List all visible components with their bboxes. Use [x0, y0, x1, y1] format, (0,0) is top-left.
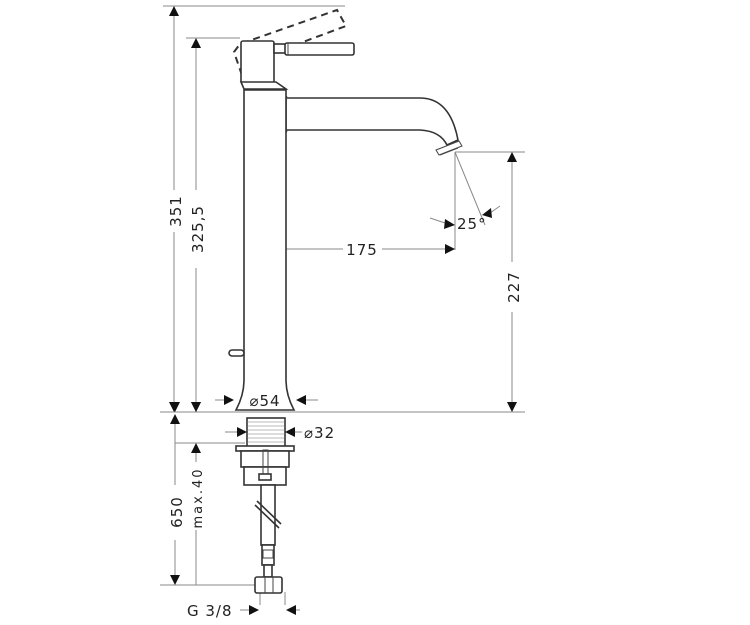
- dimension-diameter-54: ⌀54: [215, 392, 318, 410]
- dimension-325-5: 325,5: [189, 38, 207, 412]
- arrow-down-icon: [191, 402, 201, 412]
- dimension-diameter-32: ⌀32: [225, 424, 335, 442]
- dimension-175: 175: [266, 241, 455, 259]
- extension-lines: [160, 5, 525, 605]
- aerator: [435, 140, 463, 156]
- dimension-25-degrees: 25°: [429, 205, 501, 233]
- arrow-up-icon: [191, 443, 201, 453]
- dimension-351: 351: [167, 6, 185, 412]
- arrow-up-icon: [170, 414, 180, 424]
- arrow-left-icon: [285, 427, 295, 437]
- dimension-227: 227: [505, 152, 523, 412]
- arrow-up-icon: [191, 38, 201, 48]
- arrow-right-icon: [224, 395, 234, 405]
- arrow-right-icon: [249, 605, 259, 615]
- spout: [285, 97, 459, 147]
- arrow-left-icon: [482, 208, 492, 218]
- label-diameter-32: ⌀32: [304, 424, 335, 442]
- column: [234, 89, 296, 411]
- arrow-right-icon: [237, 427, 247, 437]
- label-max-40: max.40: [191, 468, 206, 529]
- label-227: 227: [505, 271, 523, 303]
- popup-rod: [228, 349, 245, 357]
- label-g-3-8: G 3/8: [187, 602, 233, 620]
- dimension-650: 650: [168, 402, 186, 585]
- arrow-down-icon: [170, 402, 180, 412]
- mounting-shank: [235, 417, 295, 486]
- label-325-5: 325,5: [189, 205, 207, 253]
- arrow-right-icon: [444, 219, 455, 229]
- label-175: 175: [346, 241, 378, 259]
- mounting-nut: [240, 450, 290, 468]
- handle-cap: [240, 40, 275, 84]
- label-650: 650: [168, 496, 186, 528]
- arrow-up-icon: [507, 152, 517, 162]
- arrow-left-icon: [296, 395, 306, 405]
- arrow-down-icon: [507, 402, 517, 412]
- arrow-right-icon: [445, 244, 455, 254]
- arrow-up-icon: [169, 6, 179, 16]
- arrow-down-icon: [170, 575, 180, 585]
- supply-hose: [254, 484, 283, 594]
- label-25-degrees: 25°: [457, 215, 487, 233]
- hose-connector-nut: [254, 576, 283, 594]
- label-351: 351: [167, 195, 185, 227]
- label-diameter-54: ⌀54: [249, 392, 280, 410]
- arrow-left-icon: [286, 605, 296, 615]
- faucet-body: [228, 8, 463, 411]
- dimension-max-40: max.40: [191, 402, 206, 585]
- dimension-g-3-8: G 3/8: [187, 602, 300, 620]
